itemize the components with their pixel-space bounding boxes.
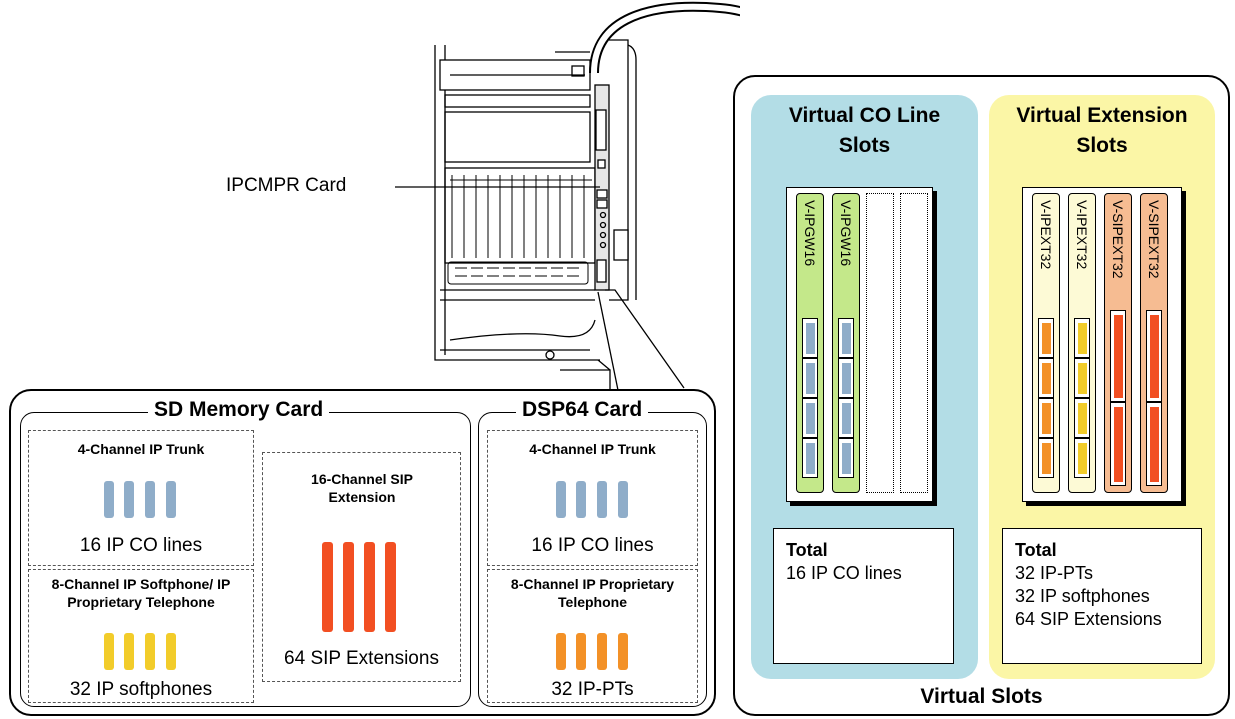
sd-softphone-title: 8-Channel IP Softphone/ IP Proprietary T… [51, 576, 231, 610]
sd-sip-port [322, 542, 333, 632]
orange-port [1042, 363, 1051, 394]
virtual-slots-title: Virtual Slots [920, 685, 1043, 708]
orange-port [1042, 323, 1051, 354]
sd-sip-port [364, 542, 375, 632]
total-line: 64 SIP Extensions [1015, 609, 1162, 629]
yellow-port [1078, 403, 1087, 434]
dsp-pt-box [487, 569, 698, 703]
dsp-pt-port [618, 633, 628, 670]
blue-port [842, 363, 851, 394]
cabinet-illustration [395, 1, 740, 400]
red-port [1150, 315, 1159, 398]
sd-sip-port [385, 542, 396, 632]
card-label: V-IPEXT32 [1038, 200, 1054, 270]
dsp-trunk-caption: 16 IP CO lines [531, 535, 654, 556]
sd-trunk-caption: 16 IP CO lines [79, 535, 203, 556]
sd-softphone-port [104, 633, 114, 670]
card-label: V-SIPEXT32 [1110, 200, 1126, 279]
virtual-ext-title: Virtual Extension Slots [1016, 104, 1188, 157]
dsp-pt-title: 8-Channel IP Proprietary Telephone [510, 576, 675, 610]
v-sipext32-card: V-SIPEXT32 [1104, 193, 1132, 493]
sd-softphone-port [145, 633, 155, 670]
total-line: 16 IP CO lines [786, 563, 902, 583]
red-port [1114, 407, 1123, 482]
dsp-pt-port [597, 633, 607, 670]
red-port [1114, 315, 1123, 398]
sd-trunk-port [124, 481, 134, 518]
card-label: V-IPGW16 [802, 200, 818, 267]
blue-port [842, 443, 851, 474]
sd-trunk-port [166, 481, 176, 518]
virtual-co-title: Virtual CO Line Slots [788, 104, 941, 157]
card-label: V-IPEXT32 [1074, 200, 1090, 270]
blue-port [806, 323, 815, 354]
yellow-port [1078, 443, 1087, 474]
blue-port [842, 403, 851, 434]
orange-port [1042, 403, 1051, 434]
orange-port [1042, 443, 1051, 474]
sd-trunk-port [145, 481, 155, 518]
dsp-trunk-port [597, 481, 607, 518]
dsp-trunk-port [556, 481, 566, 518]
yellow-port [1078, 363, 1087, 394]
ipcmpr-card-label: IPCMPR Card [226, 175, 347, 196]
ext-total-box: Total 32 IP-PTs 32 IP softphones 64 SIP … [1002, 528, 1202, 664]
dsp-pt-caption: 32 IP-PTs [551, 679, 634, 700]
red-port [1150, 407, 1159, 482]
yellow-port [1078, 323, 1087, 354]
sd-sip-title: 16-Channel SIP Extension [311, 471, 413, 505]
sd-softphone-port [166, 633, 176, 670]
empty-slot [866, 193, 894, 493]
blue-port [806, 403, 815, 434]
total-line: 32 IP-PTs [1015, 563, 1094, 583]
sd-trunk-port [104, 481, 114, 518]
dsp-trunk-title: 4-Channel IP Trunk [529, 441, 656, 457]
card-label: V-SIPEXT32 [1146, 200, 1162, 279]
sd-sip-port [343, 542, 354, 632]
card-label: V-IPGW16 [838, 200, 854, 267]
total-line: 32 IP softphones [1015, 586, 1150, 606]
empty-slot [900, 193, 928, 493]
blue-port [806, 443, 815, 474]
dsp-pt-port [576, 633, 586, 670]
sd-softphone-port [124, 633, 134, 670]
sd-sip-caption: 64 SIP Extensions [284, 648, 439, 669]
total-label: Total [1015, 540, 1057, 560]
sd-softphone-caption: 32 IP softphones [69, 679, 213, 700]
dsp-trunk-port [618, 481, 628, 518]
dsp-trunk-box [487, 430, 698, 566]
sd-trunk-box [28, 430, 254, 566]
total-label: Total [786, 540, 828, 560]
sd-trunk-title: 4-Channel IP Trunk [77, 441, 205, 457]
dsp64-card-title: DSP64 Card [516, 398, 649, 422]
dsp-pt-port [556, 633, 566, 670]
blue-port [842, 323, 851, 354]
sd-sip-box [262, 452, 461, 682]
dsp-trunk-port [576, 481, 586, 518]
co-total-box: Total 16 IP CO lines [773, 528, 954, 664]
sd-memory-card-title: SD Memory Card [148, 398, 330, 422]
sd-softphone-box [28, 569, 254, 703]
blue-port [806, 363, 815, 394]
